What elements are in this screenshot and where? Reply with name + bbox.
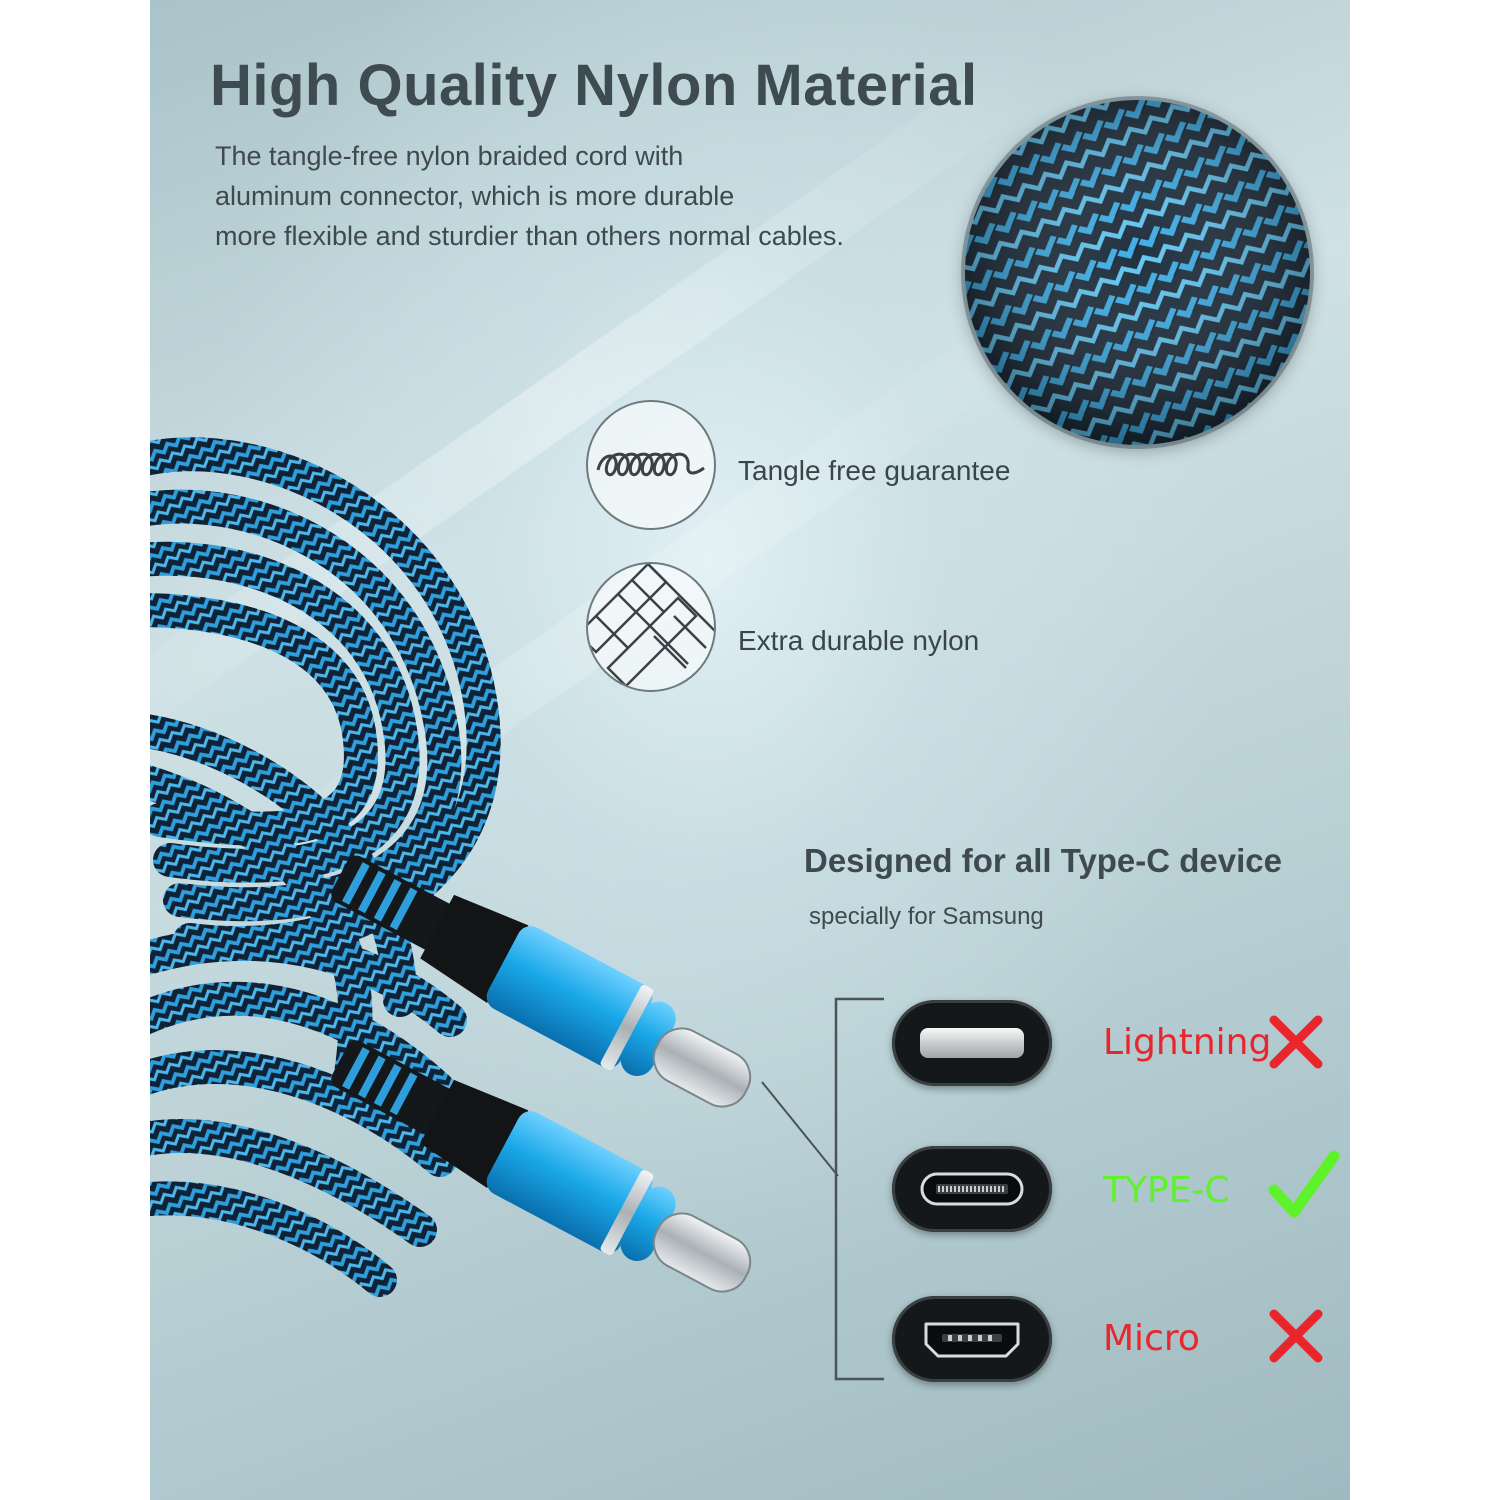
- coiled-cable-image: [150, 437, 839, 1297]
- cross-icon: [1269, 1309, 1323, 1363]
- port-label-type-c: TYPE-C: [1103, 1170, 1230, 1211]
- coil-icon: [586, 400, 716, 530]
- micro-usb-port-icon: [892, 1296, 1052, 1382]
- port-label-lightning: Lightning: [1103, 1022, 1272, 1063]
- type-c-port-icon: [892, 1146, 1052, 1232]
- description-line: aluminum connector, which is more durabl…: [215, 181, 735, 211]
- weave-icon: [586, 562, 716, 692]
- cross-icon: [1269, 1015, 1323, 1069]
- description-line: more flexible and sturdier than others n…: [215, 221, 844, 251]
- feature-label: Tangle free guarantee: [738, 455, 1011, 486]
- checkmark-icon: [1268, 1150, 1340, 1218]
- bracket: [834, 997, 884, 1381]
- port-label-micro: Micro: [1103, 1318, 1200, 1359]
- product-banner: High Quality Nylon Material The tangle-f…: [150, 0, 1350, 1500]
- compatibility-subtitle: specially for Samsung: [809, 903, 1044, 930]
- description-line: The tangle-free nylon braided cord with: [215, 141, 684, 171]
- compatibility-title: Designed for all Type-C device: [804, 842, 1283, 879]
- lightning-port-icon: [892, 1000, 1052, 1086]
- headline: High Quality Nylon Material: [210, 53, 978, 118]
- braid-closeup-image: [965, 100, 1310, 445]
- description: The tangle-free nylon braided cord with …: [215, 136, 975, 256]
- feature-label: Extra durable nylon: [738, 625, 980, 656]
